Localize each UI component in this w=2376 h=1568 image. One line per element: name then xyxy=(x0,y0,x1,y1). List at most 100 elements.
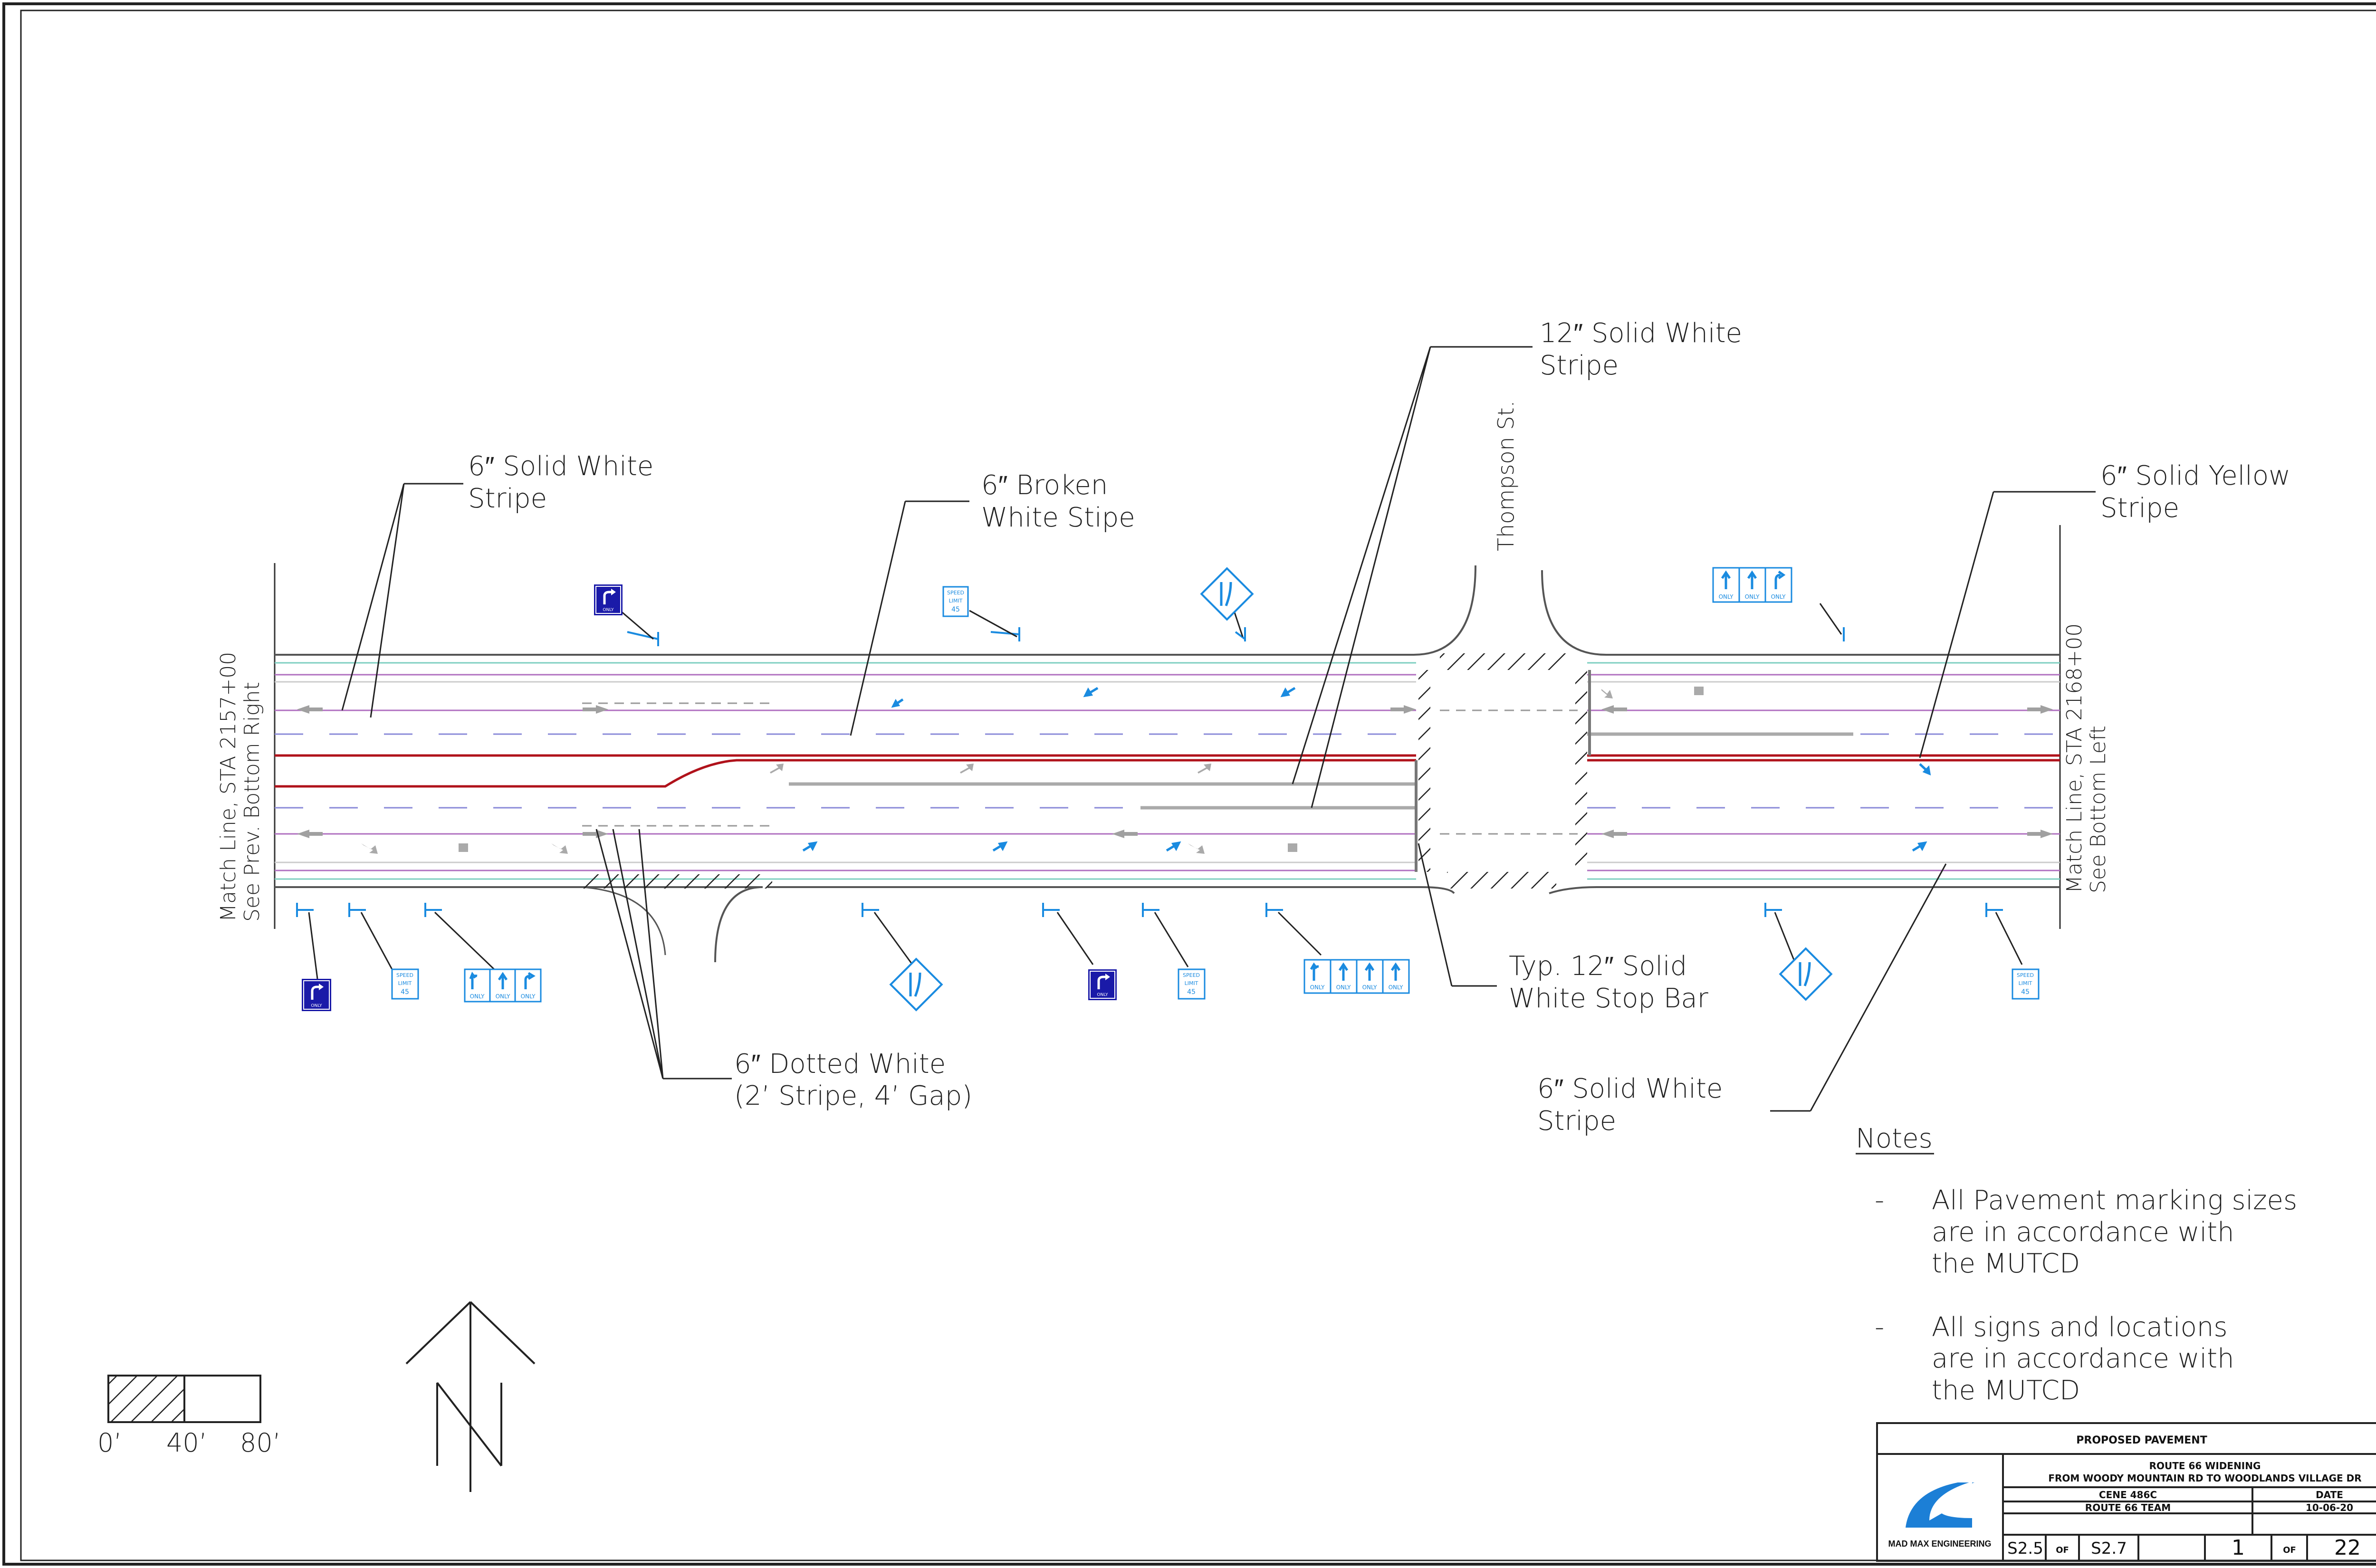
right-turn-only-sign-bottom-2: ONLY xyxy=(1088,969,1117,1000)
crosswalk-west xyxy=(1418,670,1430,872)
callout-solid-white-right-2: Stripe xyxy=(1537,1106,1616,1137)
street-name-label: Thompson St. xyxy=(1493,401,1519,551)
total-pages: 22 xyxy=(2334,1536,2361,1560)
callout-stop-bar-2: White Stop Bar xyxy=(1509,983,1708,1014)
lane-reduction-diamond-sign xyxy=(1200,567,1254,621)
title-block xyxy=(1876,1422,2376,1562)
sheet-title: PROPOSED PAVEMENT xyxy=(2076,1434,2207,1446)
of-label-1: OF xyxy=(2056,1545,2069,1555)
lane-use-only-4: ONLY xyxy=(1389,984,1404,991)
lane-reduction-diamond-sign-bottom xyxy=(889,957,943,1012)
speed-sign-word2: LIMIT xyxy=(949,598,963,604)
callout-broken-white-1: 6″ Broken xyxy=(981,470,1108,501)
speed-limit-sign: SPEED LIMIT 45 xyxy=(942,586,969,617)
callout-dotted-white-1: 6″ Dotted White xyxy=(734,1049,946,1080)
lane-use-only-3: ONLY xyxy=(1362,984,1378,991)
lane-use-only-3: ONLY xyxy=(521,993,536,1000)
sheet-from: S2.5 xyxy=(2007,1539,2043,1558)
speed-sign-value: 45 xyxy=(401,988,409,996)
match-line-left-2: See Prev. Bottom Right xyxy=(240,682,264,922)
scale-label-0: 0’ xyxy=(97,1428,122,1458)
callout-broken-white-2: White Stipe xyxy=(981,502,1135,533)
sign-only-text: ONLY xyxy=(311,1004,322,1008)
speed-limit-sign-bottom-2: SPEED LIMIT 45 xyxy=(1178,968,1206,1000)
inner-border xyxy=(20,10,2376,1561)
date-label: DATE xyxy=(2316,1489,2343,1501)
callout-solid-white-12-2: Stripe xyxy=(1540,350,1619,381)
note-2-line-1: All signs and locations xyxy=(1932,1312,2228,1343)
speed-sign-word2: LIMIT xyxy=(1185,980,1198,986)
callout-solid-white-left-1: 6″ Solid White xyxy=(468,451,653,482)
callout-dotted-white-2: (2’ Stripe, 4’ Gap) xyxy=(734,1080,972,1111)
crosswalk-east xyxy=(1575,670,1587,872)
speed-sign-value: 45 xyxy=(951,606,960,613)
date-value: 10-06-20 xyxy=(2306,1502,2353,1513)
match-line-right-1: Match Line, STA 2168+00 xyxy=(2062,623,2087,893)
lane-use-only-1: ONLY xyxy=(1719,593,1734,600)
speed-sign-word1: SPEED xyxy=(396,972,413,978)
page-number: 1 xyxy=(2232,1536,2245,1560)
speed-sign-value: 45 xyxy=(2021,988,2030,996)
sign-only-text: ONLY xyxy=(603,608,614,612)
crosswalk-midblock xyxy=(582,874,772,889)
bottom-edge-line-center xyxy=(767,886,1455,894)
lane-use-sign-bottom: ONLY ONLY ONLY xyxy=(464,968,542,1003)
speed-sign-value: 45 xyxy=(1187,988,1196,996)
note-1-dash: - xyxy=(1875,1185,1884,1216)
note-2-line-3: the MUTCD xyxy=(1932,1375,2080,1406)
company-logo: MAD MAX ENGINEERING xyxy=(1888,1482,1992,1549)
scale-label-40: 40’ xyxy=(166,1428,207,1458)
company-name: MAD MAX ENGINEERING xyxy=(1888,1539,1991,1549)
callout-solid-white-12-1: 12″ Solid White xyxy=(1540,318,1742,349)
scale-label-80: 80’ xyxy=(240,1428,281,1458)
team-name: ROUTE 66 TEAM xyxy=(2085,1502,2171,1513)
match-line-right-2: See Bottom Left xyxy=(2086,726,2110,893)
crosswalk-south xyxy=(1447,872,1556,889)
note-1-line-3: the MUTCD xyxy=(1932,1248,2080,1279)
callout-solid-yellow-2: Stripe xyxy=(2100,493,2179,524)
lane-use-only-1: ONLY xyxy=(470,993,485,1000)
callout-stop-bar-1: Typ. 12″ Solid xyxy=(1509,951,1687,982)
blue-direction-arrows xyxy=(802,687,1931,852)
lane-use-only-3: ONLY xyxy=(1771,593,1786,600)
speed-limit-sign-bottom-3: SPEED LIMIT 45 xyxy=(2012,968,2040,1000)
yellow-centerline-taper xyxy=(275,759,1416,788)
lane-use-only-1: ONLY xyxy=(1310,984,1325,991)
crosswalk-north xyxy=(1440,653,1566,670)
lane-use-only-2: ONLY xyxy=(1745,593,1760,600)
callout-solid-white-right-1: 6″ Solid White xyxy=(1537,1073,1723,1104)
course-number: CENE 486C xyxy=(2099,1489,2157,1501)
lane-reduction-diamond-sign-bottom-2 xyxy=(1779,947,1833,1001)
callout-solid-yellow-1: 6″ Solid Yellow xyxy=(2100,460,2290,491)
bottom-edge-line xyxy=(275,886,763,963)
top-edge-line xyxy=(275,565,1476,656)
north-arrow-icon xyxy=(405,1301,536,1492)
sheet-to: S2.7 xyxy=(2091,1539,2127,1558)
project-line-2: FROM WOODY MOUNTAIN RD TO WOODLANDS VILL… xyxy=(2048,1472,2361,1484)
pavement-arrows xyxy=(297,687,2053,854)
bottom-edge-line-east xyxy=(1549,886,2060,894)
scale-bar: 0’ 40’ 80’ xyxy=(97,1375,281,1458)
speed-limit-sign-bottom: SPEED LIMIT 45 xyxy=(391,968,419,1000)
roadway xyxy=(274,525,2061,963)
signage: ONLY SPEED LIMIT 45 ONLY ONLY ONLY xyxy=(296,567,2040,1012)
top-edge-line-east xyxy=(1541,570,2060,656)
sign-only-text: ONLY xyxy=(1097,993,1108,997)
match-line-left-1: Match Line, STA 2157+00 xyxy=(216,652,240,922)
lane-use-only-2: ONLY xyxy=(496,993,511,1000)
right-turn-only-sign-bottom: ONLY xyxy=(302,979,331,1011)
speed-sign-word1: SPEED xyxy=(947,590,964,596)
right-turn-only-sign: ONLY xyxy=(594,584,623,615)
callout-leaders xyxy=(341,346,2096,1112)
speed-sign-word1: SPEED xyxy=(1183,972,1200,978)
lane-use-only-2: ONLY xyxy=(1336,984,1351,991)
note-1-line-1: All Pavement marking sizes xyxy=(1932,1185,2297,1216)
note-1-line-2: are in accordance with xyxy=(1932,1217,2234,1248)
lane-use-sign-bottom-2: ONLY ONLY ONLY ONLY xyxy=(1303,959,1410,994)
callout-solid-white-left-2: Stripe xyxy=(468,483,547,514)
notes-title: Notes xyxy=(1856,1123,1933,1154)
project-line-1: ROUTE 66 WIDENING xyxy=(2149,1460,2261,1472)
bottom-edge-line-mid xyxy=(582,886,666,956)
